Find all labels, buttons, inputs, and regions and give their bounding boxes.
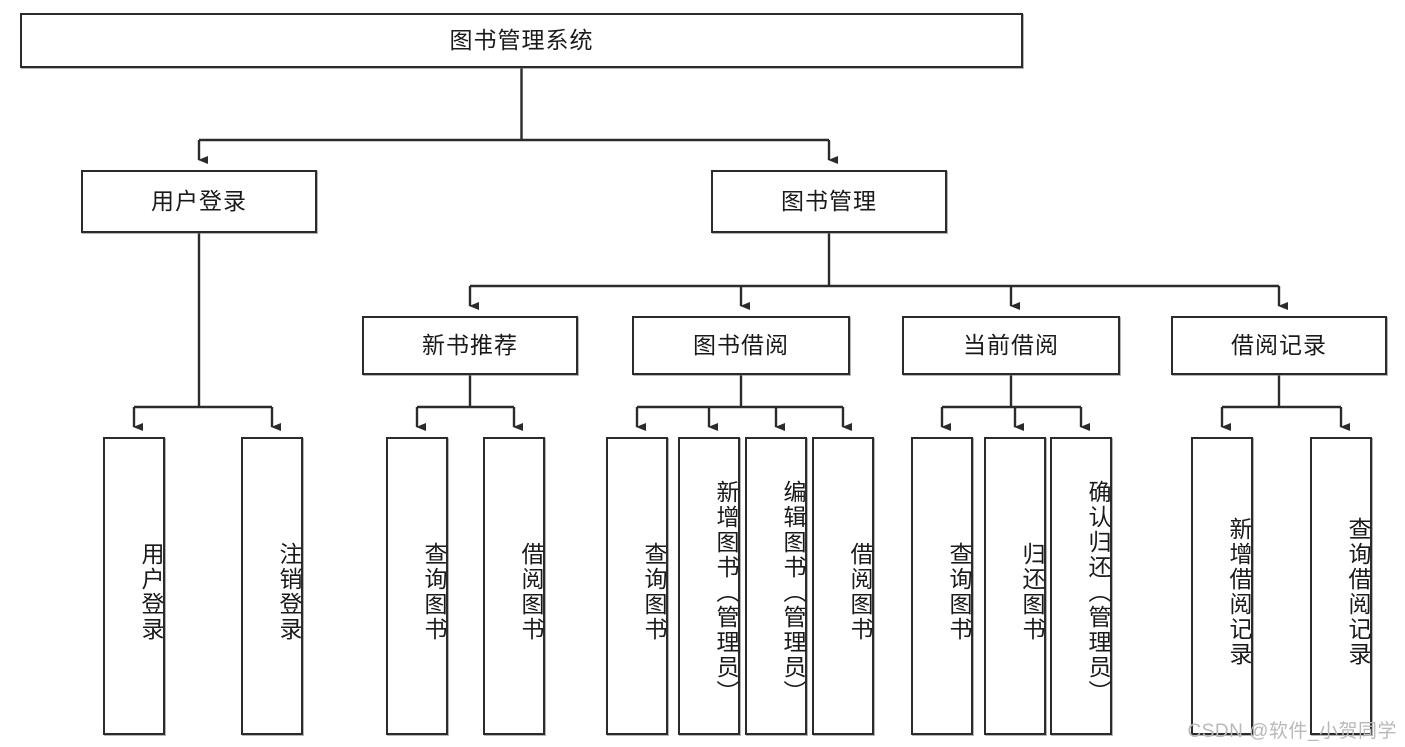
node-book-borrow[interactable]: 图书借阅 [632,316,850,375]
node-leaf-query-book-3-label: 查询图书 [946,542,972,642]
node-leaf-return-book[interactable]: 归还图书 [984,437,1046,735]
node-leaf-query-borrow-record[interactable]: 查询借阅记录 [1310,437,1372,735]
node-leaf-user-login[interactable]: 用户登录 [103,437,165,735]
node-leaf-query-book-2[interactable]: 查询图书 [606,437,668,735]
node-leaf-borrow-book-2-label: 借阅图书 [847,542,873,642]
node-user-login[interactable]: 用户登录 [81,170,317,233]
node-leaf-add-borrow-record[interactable]: 新增借阅记录 [1191,437,1253,735]
node-new-book-recommend[interactable]: 新书推荐 [362,316,578,375]
node-borrow-record-label: 借阅记录 [1231,331,1327,358]
node-root-label: 图书管理系统 [449,26,594,53]
node-leaf-return-book-label: 归还图书 [1019,542,1045,642]
node-leaf-query-book-3[interactable]: 查询图书 [911,437,973,735]
node-leaf-edit-book-label: 编辑图书（管理员） [780,479,806,705]
node-book-manage[interactable]: 图书管理 [711,170,947,233]
node-leaf-borrow-book-1[interactable]: 借阅图书 [483,437,545,735]
node-leaf-query-book-2-label: 查询图书 [641,542,667,642]
node-book-manage-label: 图书管理 [781,187,877,214]
node-leaf-confirm-return[interactable]: 确认归还（管理员） [1050,437,1112,735]
node-leaf-logout[interactable]: 注销登录 [241,437,303,735]
csdn-watermark: CSDN @软件_小贺同学 [1187,721,1397,742]
node-current-borrow-label: 当前借阅 [963,331,1059,358]
node-leaf-logout-label: 注销登录 [276,542,302,642]
node-user-login-label: 用户登录 [151,187,247,214]
node-root[interactable]: 图书管理系统 [20,13,1023,68]
node-leaf-query-book-1[interactable]: 查询图书 [386,437,448,735]
node-borrow-record[interactable]: 借阅记录 [1171,316,1387,375]
node-leaf-query-book-1-label: 查询图书 [421,542,447,642]
node-leaf-add-borrow-record-label: 新增借阅记录 [1226,517,1252,667]
node-leaf-edit-book[interactable]: 编辑图书（管理员） [745,437,807,735]
node-leaf-add-book[interactable]: 新增图书（管理员） [678,437,740,735]
node-leaf-confirm-return-label: 确认归还（管理员） [1085,479,1111,705]
node-leaf-query-borrow-record-label: 查询借阅记录 [1345,517,1371,667]
node-leaf-user-login-label: 用户登录 [138,542,164,642]
node-leaf-borrow-book-1-label: 借阅图书 [518,542,544,642]
node-new-book-recommend-label: 新书推荐 [422,331,518,358]
node-current-borrow[interactable]: 当前借阅 [902,316,1120,375]
node-leaf-borrow-book-2[interactable]: 借阅图书 [812,437,874,735]
node-leaf-add-book-label: 新增图书（管理员） [713,479,739,705]
node-book-borrow-label: 图书借阅 [693,331,789,358]
